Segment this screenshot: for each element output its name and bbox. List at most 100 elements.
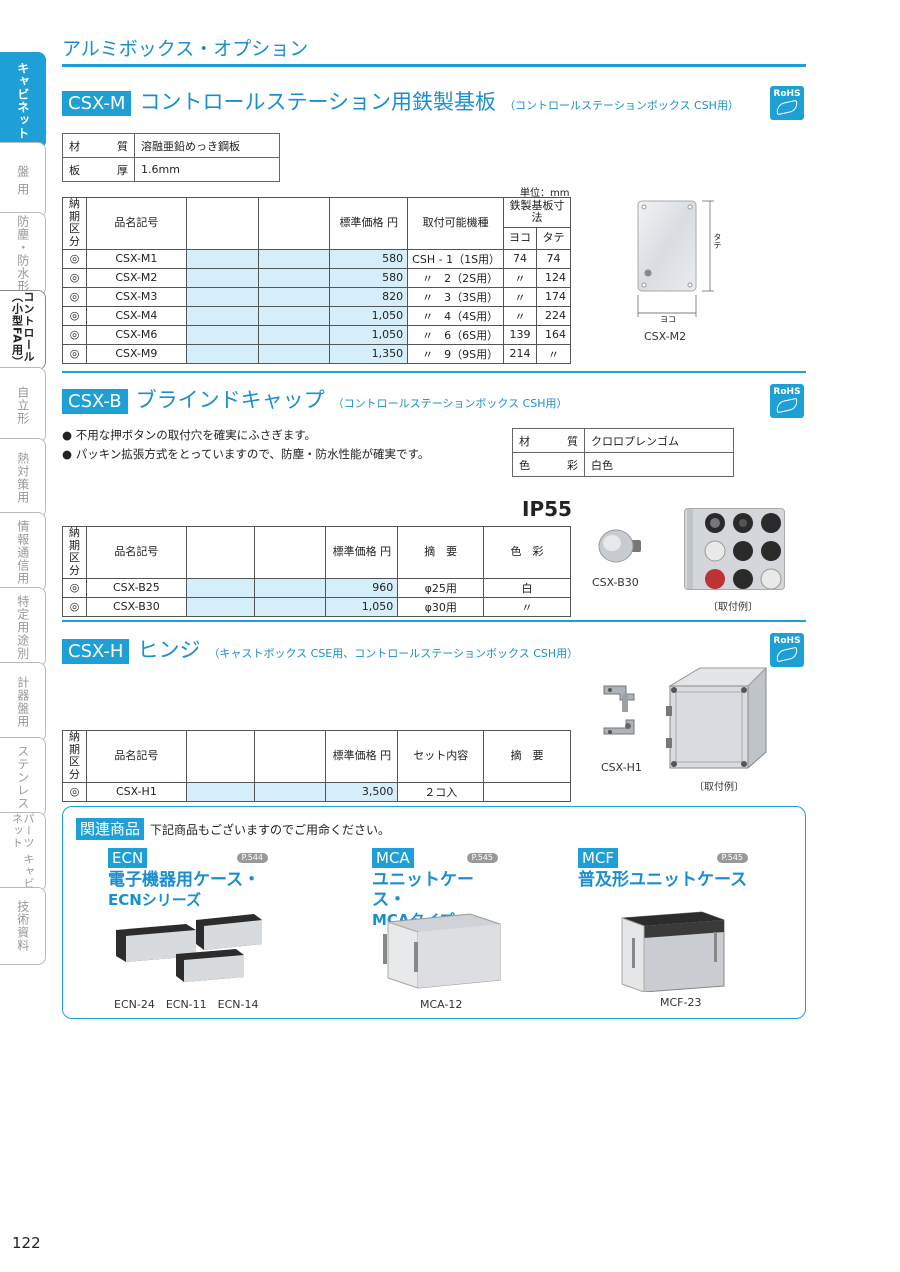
csx-m-sub: （コントロールステーションボックス CSH用） [504, 99, 739, 112]
related-label: 関連商品 [76, 818, 145, 840]
related-products-panel [62, 806, 806, 1019]
blind-cap-caption: CSX-B30 [592, 576, 639, 589]
delivery-mark: ◎ [62, 343, 87, 364]
size-h: 164 [535, 324, 572, 345]
col-blank [253, 730, 327, 783]
col-part: 品名記号 [85, 730, 187, 783]
side-tab-label: 情報通信用 [15, 519, 30, 585]
model: 〃 2（2S用） [407, 267, 504, 288]
ecn-caption: ECN-24 ECN-11 ECN-14 [114, 998, 259, 1011]
csx-h-sub: （キャストボックス CSE用、コントロールステーションボックス CSH用） [208, 647, 579, 660]
bullet-item: ● 不用な押ボタンの取付穴を確実にふさぎます。 [62, 428, 317, 442]
side-tab-standalone[interactable]: 自立形 [0, 367, 46, 443]
side-tab-technical[interactable]: 技術資料 [0, 887, 46, 965]
product-code: ECN [108, 848, 148, 868]
product-page-ref[interactable]: P.544 [236, 853, 268, 863]
bullet-item: ● パッキン拡張方式をとっていますので、防塵・防水性能が確実です。 [62, 447, 430, 461]
col-part: 品名記号 [85, 197, 187, 250]
price: 580 [329, 248, 409, 269]
part-code: CSX-M3 [85, 286, 187, 307]
side-tab-label: コントロール（小型FA用） [10, 291, 36, 368]
part-code: CSX-M6 [85, 324, 187, 345]
side-tab-control[interactable]: コントロール（小型FA用） [0, 290, 46, 370]
side-tab-telecom[interactable]: 情報通信用 [0, 512, 46, 592]
part-code: CSX-M1 [85, 248, 187, 269]
rohs-label: RoHS [773, 636, 801, 646]
part-code: CSX-H1 [85, 781, 187, 802]
csx-m-heading: CSX-M コントロールステーション用鉄製基板 （コントロールステーションボック… [62, 86, 739, 116]
size-w: 74 [502, 248, 537, 269]
side-tab-label: ステンレス [15, 744, 30, 810]
col-price: 標準価格 円 [325, 526, 399, 579]
product-page-ref[interactable]: P.545 [716, 853, 748, 863]
mca-case-image [383, 913, 501, 989]
csx-b-bullets: ● 不用な押ボタンの取付穴を確実にふさぎます。 ● パッキン拡張方式をとっていま… [62, 426, 429, 464]
mcf-case-image [621, 911, 725, 993]
col-note: 摘 要 [483, 730, 571, 783]
size-h: 〃 [535, 343, 572, 364]
price: 1,050 [329, 305, 409, 326]
side-tab-label: 計器盤用 [15, 676, 30, 728]
csx-m-name: コントロールステーション用鉄製基板 [139, 90, 497, 114]
spec-label: 材質 [512, 428, 585, 453]
side-tab-label: 熱対策用 [15, 452, 30, 504]
price: 3,500 [325, 781, 399, 802]
side-tab-special[interactable]: 特定用途別 [0, 587, 46, 667]
side-tab-label: パーツ キャビネット [10, 813, 36, 890]
product-ecn[interactable]: ECN P.544 電子機器用ケース・ ECNシリーズ [108, 848, 268, 910]
col-blank [253, 526, 327, 579]
related-header: 関連商品 下記商品もございますのでご用命ください。 [76, 818, 390, 840]
csx-b-example-photo [684, 508, 785, 590]
side-tab-cabinet[interactable]: キャビネット [0, 52, 46, 149]
plate-drawing [637, 200, 714, 317]
diagram-caption: CSX-M2 [644, 330, 687, 343]
delivery-mark: ◎ [62, 305, 87, 326]
csx-b-name: ブラインドキャップ [135, 388, 325, 412]
leaf-icon [775, 646, 799, 663]
product-page-ref[interactable]: P.545 [466, 853, 498, 863]
product-title: ユニットケース・ [372, 870, 474, 910]
side-tab-parts[interactable]: パーツ キャビネット [0, 812, 46, 892]
side-tab-stainless[interactable]: ステンレス [0, 737, 46, 817]
product-mcf[interactable]: MCF P.545 普及形ユニットケース [578, 848, 748, 890]
spec-value: クロロプレンゴム [584, 428, 734, 453]
price: 960 [325, 577, 399, 598]
spec-label: 材質 [62, 133, 135, 158]
size-w: 214 [502, 343, 537, 364]
model: 〃 9（9S用） [407, 343, 504, 364]
set-content: ２コ入 [397, 781, 485, 802]
hinge-icon [603, 685, 635, 735]
side-tab-thermal[interactable]: 熱対策用 [0, 438, 46, 518]
col-color: 色 彩 [483, 526, 571, 579]
side-tab-instrument[interactable]: 計器盤用 [0, 662, 46, 742]
rohs-badge: RoHS [770, 86, 804, 120]
blind-cap-photo [596, 524, 646, 571]
side-tab-waterproof[interactable]: 防塵・防水形 [0, 212, 46, 296]
leaf-icon [775, 99, 799, 116]
spec-label: 板厚 [62, 157, 135, 182]
note [483, 781, 571, 802]
csx-h-name: ヒンジ [137, 638, 201, 662]
side-tab-panel[interactable]: 盤 用 [0, 142, 46, 218]
page-number: 122 [12, 1234, 41, 1252]
model: 〃 6（6S用） [407, 324, 504, 345]
csx-b-heading: CSX-B ブラインドキャップ （コントロールステーションボックス CSH用） [62, 384, 568, 414]
rohs-label: RoHS [773, 387, 801, 397]
col-delivery: 納期 区分 [62, 730, 87, 783]
size-h: 124 [535, 267, 572, 288]
col-set: セット内容 [397, 730, 485, 783]
color: 白 [483, 577, 571, 598]
delivery-mark: ◎ [62, 267, 87, 288]
size-h: 74 [535, 248, 572, 269]
part-code: CSX-M2 [85, 267, 187, 288]
product-code: MCF [578, 848, 619, 868]
price: 1,050 [325, 596, 399, 617]
price: 580 [329, 267, 409, 288]
product-title: 電子機器用ケース・ [108, 870, 261, 890]
side-tab-label: 防塵・防水形 [15, 215, 30, 293]
